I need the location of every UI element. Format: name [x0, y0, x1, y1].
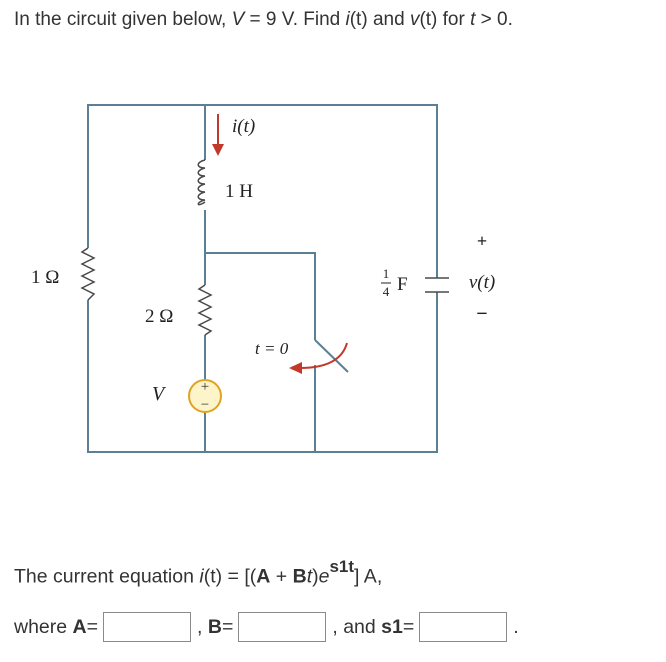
eq-exponent: s1t — [329, 557, 355, 576]
eq-t: t — [306, 565, 313, 588]
source-label: V — [152, 383, 167, 405]
answer-text: = — [86, 615, 99, 638]
capacitor — [425, 277, 449, 293]
wire — [87, 300, 205, 453]
label-A: A — [72, 615, 87, 638]
wire — [205, 292, 438, 453]
question-part: In the circuit given below, — [14, 9, 232, 30]
resistor-2ohm — [197, 284, 213, 336]
answer-text: , and — [332, 615, 376, 638]
var-i: i — [345, 9, 350, 30]
inductor-label: 1 H — [225, 181, 253, 202]
circuit-diagram: + − i(t) 1 H 1 Ω 2 Ω V t = 0 1 4 F + v(t… — [31, 104, 495, 453]
answer-A-input[interactable] — [103, 612, 192, 642]
volt-plus: + — [477, 231, 487, 251]
resistor-1ohm — [80, 247, 96, 301]
switch-blade — [314, 339, 349, 373]
eq-part: The current equation — [14, 565, 200, 588]
eq-part: = [( — [222, 565, 257, 588]
source-minus: − — [201, 397, 209, 413]
answer-text: = — [402, 615, 415, 638]
var-v: v — [409, 9, 420, 30]
eq-part: (t) — [203, 565, 223, 588]
wire — [87, 104, 205, 248]
wire — [205, 252, 316, 340]
switch-label: t = 0 — [255, 339, 289, 358]
var-V: V — [231, 9, 245, 30]
cap-num: 1 — [383, 266, 390, 281]
eq-A: A — [256, 565, 271, 588]
source-plus: + — [201, 379, 209, 395]
var-t: t — [470, 9, 476, 30]
answer-text: where — [14, 615, 68, 638]
cap-den: 4 — [383, 284, 390, 299]
current-equation: The current equation i(t) = [(A + Bt)es1… — [14, 557, 383, 589]
r2-label: 2 Ω — [145, 306, 173, 327]
r1-label: 1 Ω — [31, 267, 59, 288]
question-part: (t) — [349, 9, 368, 30]
eq-B: B — [292, 565, 307, 588]
capacitor-label: 1 4 F — [381, 266, 408, 299]
question-part: > 0. — [475, 9, 513, 30]
eq-e: e — [318, 565, 330, 588]
question-part: for — [437, 9, 471, 30]
answer-text: . — [513, 615, 519, 638]
current-arrow — [212, 114, 224, 156]
volt-label: v(t) — [469, 272, 495, 293]
question-part: = 9 V. Find — [244, 9, 346, 30]
volt-minus: − — [476, 303, 487, 325]
answer-text: , — [197, 615, 203, 638]
cap-unit: F — [397, 274, 408, 295]
inductor-1H — [197, 159, 206, 206]
label-s1: s1 — [381, 615, 403, 638]
eq-i: i — [199, 565, 204, 588]
question-part: (t) — [419, 9, 438, 30]
answer-B-input[interactable] — [238, 612, 327, 642]
switch-arrow — [289, 342, 348, 374]
answer-row: where A = , B = , and s1 = . — [14, 612, 519, 642]
question-text: In the circuit given below, V = 9 V. Fin… — [14, 9, 513, 31]
eq-part: + — [270, 565, 293, 588]
question-part: and — [367, 9, 410, 30]
label-B: B — [207, 615, 222, 638]
eq-part: ] A, — [354, 565, 383, 588]
answer-s1-input[interactable] — [419, 612, 508, 642]
wire — [205, 104, 438, 278]
voltage-source: + − — [188, 379, 222, 413]
current-label: i(t) — [232, 116, 255, 137]
eq-part: ) — [312, 565, 319, 588]
answer-text: = — [221, 615, 234, 638]
